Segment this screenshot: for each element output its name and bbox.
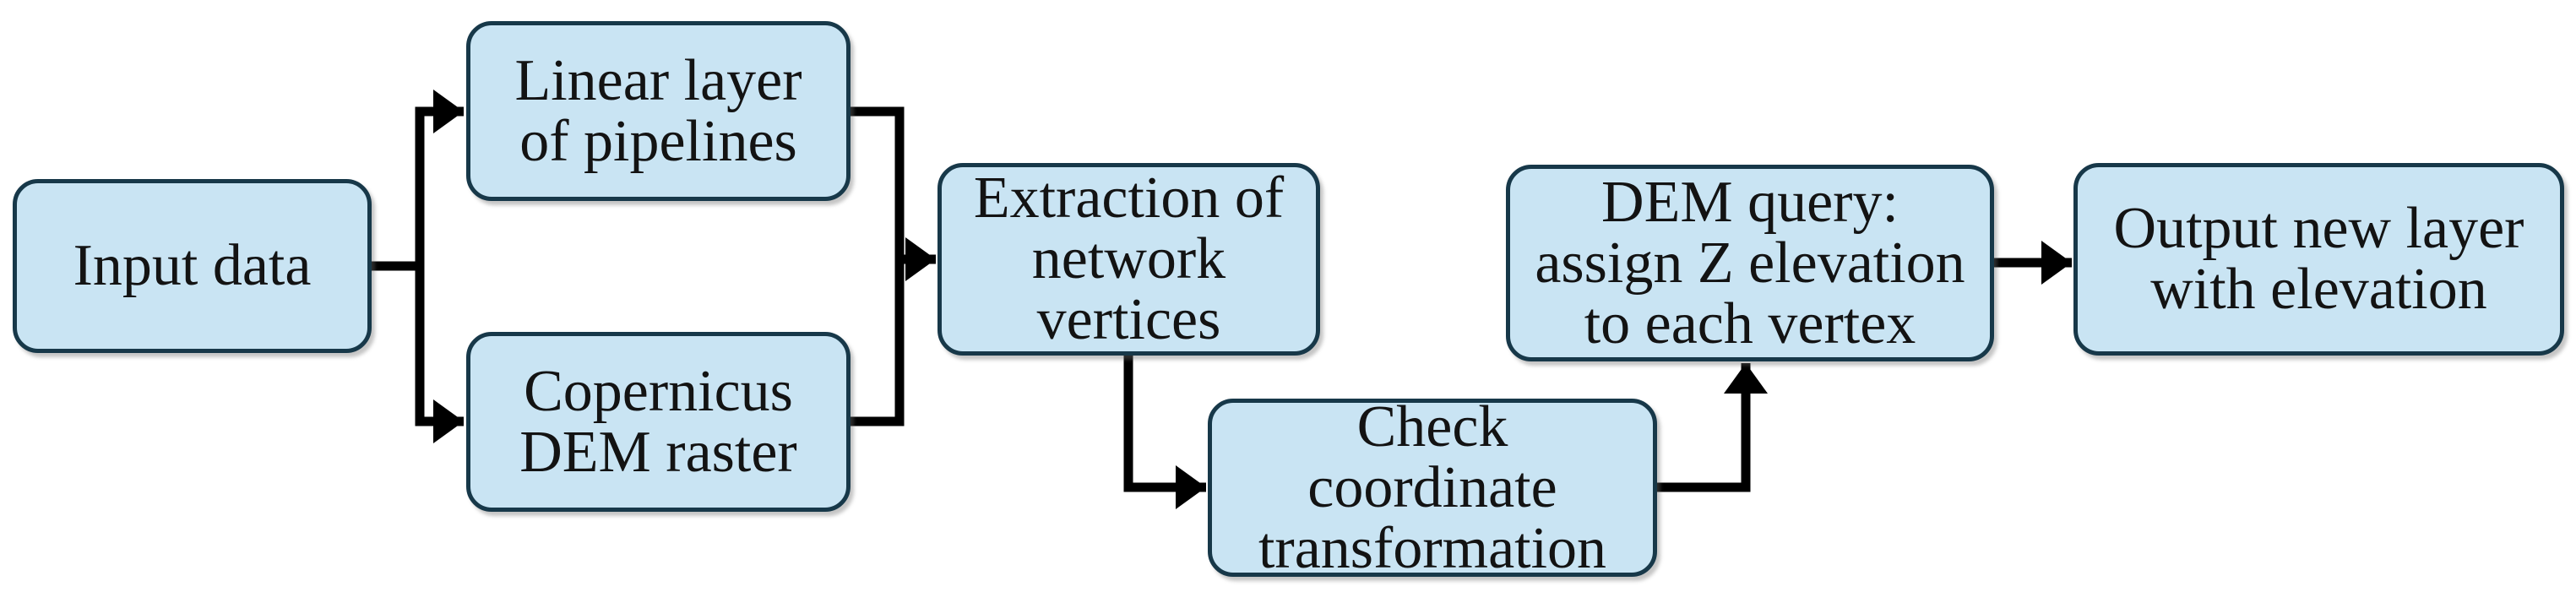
node-text-line: to each vertex bbox=[1584, 291, 1916, 356]
node-text-line: Input data bbox=[73, 233, 312, 298]
node-text-line: Copernicus bbox=[524, 358, 793, 424]
node-linear-layer-of-pipelines: Linear layer of pipelines bbox=[466, 21, 851, 201]
edge-branch-to-copernicus-dem bbox=[415, 266, 464, 443]
node-text-line: Extraction of bbox=[973, 166, 1285, 231]
edge-linear-layer-to-extraction bbox=[851, 106, 936, 281]
node-copernicus-dem-raster: Copernicus DEM raster bbox=[466, 332, 851, 512]
node-text-line: vertices bbox=[1036, 287, 1221, 352]
node-text-line: with elevation bbox=[2150, 257, 2487, 322]
edge-check-coordinate-to-dem-query bbox=[1657, 363, 1768, 492]
node-text-line: network bbox=[1031, 226, 1226, 291]
node-text-line: transformation bbox=[1258, 515, 1607, 581]
node-text-line: Linear layer bbox=[514, 47, 802, 113]
node-check-coordinate-transformation: Check coordinate transformation bbox=[1208, 394, 1657, 581]
edge-extraction-to-check-coordinate bbox=[1123, 356, 1206, 509]
node-text-line: DEM query: bbox=[1601, 169, 1899, 235]
node-text-line: of pipelines bbox=[519, 108, 797, 174]
node-text-line: coordinate bbox=[1307, 454, 1557, 520]
edge-branch-to-linear-layer bbox=[415, 90, 464, 266]
node-input-data: Input data bbox=[13, 179, 372, 353]
node-text-line: Output new layer bbox=[2113, 196, 2524, 261]
node-text-line: Check bbox=[1356, 394, 1508, 459]
node-text-line: DEM raster bbox=[519, 419, 797, 485]
node-extraction-of-network-vertices: Extraction of network vertices bbox=[937, 163, 1320, 356]
node-dem-query-assign-z-elevation: DEM query: assign Z elevation to each ve… bbox=[1506, 165, 1994, 361]
edge-copernicus-dem-to-merge bbox=[851, 259, 905, 426]
node-output-new-layer-with-elevation: Output new layer with elevation bbox=[2073, 163, 2564, 356]
node-text-line: assign Z elevation bbox=[1535, 230, 1965, 296]
